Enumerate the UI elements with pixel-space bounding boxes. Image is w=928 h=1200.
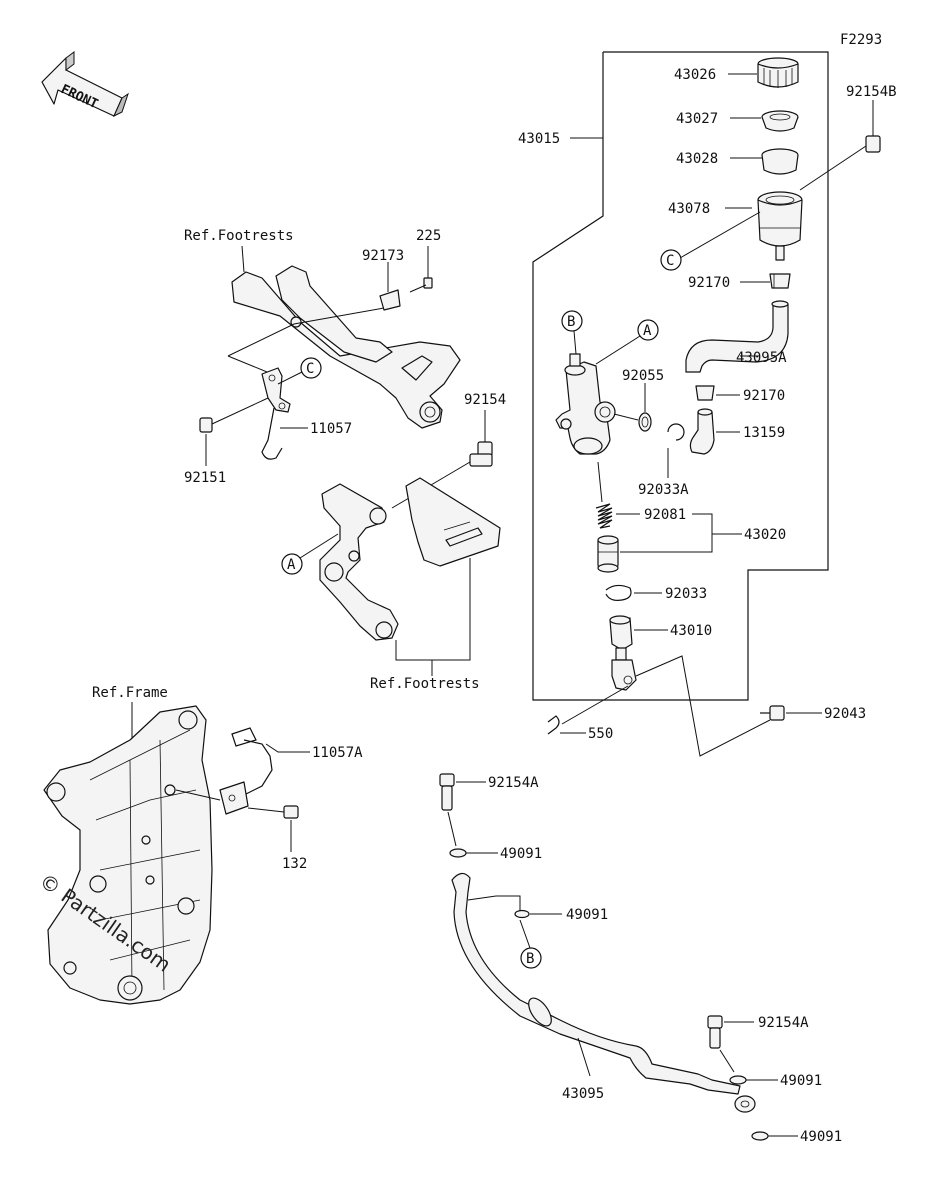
label-43015: 43015: [518, 131, 560, 147]
brake-pedal: [319, 483, 399, 641]
label-92154B: 92154B: [846, 84, 897, 100]
label-92151: 92151: [184, 470, 226, 486]
reservoir-hose: [685, 300, 789, 373]
washer-49091-c: [729, 1075, 747, 1085]
hose-clamp-upper: [769, 273, 791, 289]
callout-b-hose: [520, 947, 542, 969]
ref-frame: Ref.Frame: [92, 685, 168, 701]
label-225: 225: [416, 228, 441, 244]
label-43028: 43028: [676, 151, 718, 167]
label-43095A: 43095A: [736, 350, 787, 366]
label-92154A-upper: 92154A: [488, 775, 539, 791]
label-92170-lower: 92170: [743, 388, 785, 404]
label-43020: 43020: [744, 527, 786, 543]
circlip-92033A: [667, 423, 685, 441]
brake-hose: [451, 872, 756, 1113]
label-13159: 13159: [743, 425, 785, 441]
label-43010: 43010: [670, 623, 712, 639]
banjo-bolt-lower: [707, 1015, 723, 1049]
label-92033A: 92033A: [638, 482, 689, 498]
callout-a-cylinder-label: A: [643, 323, 652, 339]
label-43095: 43095: [562, 1086, 604, 1102]
callout-a-pedal-label: A: [287, 557, 296, 573]
hose-fitting: [689, 408, 715, 455]
label-92154: 92154: [464, 392, 506, 408]
label-49091-a: 49091: [500, 846, 542, 862]
spring-92081: [595, 503, 613, 529]
footrest-bracket: [231, 265, 461, 429]
pin-92043: [760, 705, 785, 721]
heel-guard: [405, 477, 501, 567]
front-arrow-icon: FRONT: [41, 51, 129, 118]
label-132: 132: [282, 856, 307, 872]
ref-footrests-bottom: Ref.Footrests: [370, 676, 480, 692]
label-92173: 92173: [362, 248, 404, 264]
reservoir-cap: [757, 57, 799, 88]
circlip-92033: [605, 584, 632, 601]
o-ring-92055: [638, 412, 652, 432]
screw-225: [409, 277, 433, 293]
callout-c-reservoir: [660, 249, 682, 271]
label-43078: 43078: [668, 201, 710, 217]
label-92170-upper: 92170: [688, 275, 730, 291]
bracket-11057: [261, 367, 291, 460]
label-49091-b: 49091: [566, 907, 608, 923]
piston: [597, 535, 619, 573]
reservoir-plate: [761, 110, 799, 132]
label-550: 550: [588, 726, 613, 742]
reservoir-tank: [757, 191, 803, 261]
label-11057A: 11057A: [312, 745, 363, 761]
callout-c-reservoir-label: C: [666, 253, 674, 269]
callout-a-cylinder: [637, 319, 659, 341]
label-92154A-lower: 92154A: [758, 1015, 809, 1031]
bracket-11057A: [219, 727, 273, 815]
label-11057: 11057: [310, 421, 352, 437]
frame-plate: [43, 705, 213, 1005]
banjo-bolt-upper: [439, 773, 455, 811]
clip-92173: [379, 289, 401, 311]
label-49091-c: 49091: [780, 1073, 822, 1089]
cotter-pin: [547, 715, 560, 735]
ref-footrests-top: Ref.Footrests: [184, 228, 294, 244]
master-cylinder-body: [555, 353, 616, 455]
bolt-132: [247, 805, 299, 819]
callout-b-hose-label: B: [526, 951, 534, 967]
push-rod: [609, 615, 637, 691]
washer-49091-d: [751, 1131, 769, 1141]
callout-b-cylinder: [561, 310, 583, 332]
assembly-boundary: [532, 51, 829, 701]
callout-c-bracket-label: C: [306, 361, 314, 377]
label-92055: 92055: [622, 368, 664, 384]
label-92033: 92033: [665, 586, 707, 602]
bolt-92154: [469, 441, 493, 467]
label-92081: 92081: [644, 507, 686, 523]
callout-b-cylinder-label: B: [567, 314, 575, 330]
label-43027: 43027: [676, 111, 718, 127]
callout-a-pedal: [281, 553, 303, 575]
bolt-92151: [199, 397, 269, 433]
washer-49091-a: [449, 848, 467, 858]
label-43026: 43026: [674, 67, 716, 83]
hose-clamp-lower: [695, 385, 715, 401]
reservoir-diaphragm: [761, 148, 799, 175]
callout-c-bracket: [300, 357, 322, 379]
label-49091-d: 49091: [800, 1129, 842, 1145]
diagram-id: F2293: [840, 32, 882, 48]
label-92043: 92043: [824, 706, 866, 722]
washer-49091-b: [514, 909, 530, 919]
bolt-92154B: [865, 128, 881, 153]
